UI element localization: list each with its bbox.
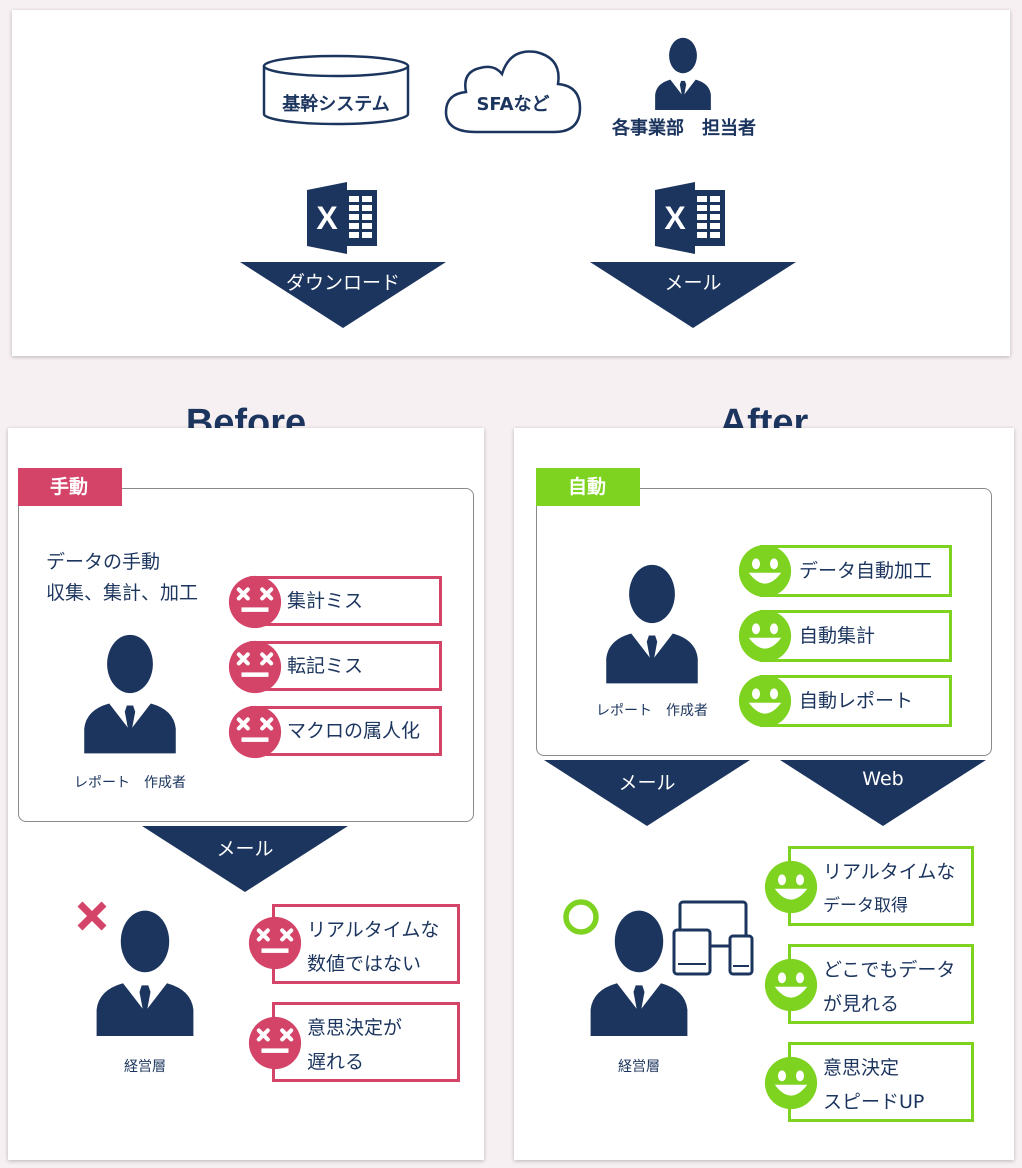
sad-face-icon [248,1016,302,1070]
download-arrow-label: ダウンロード [285,272,400,294]
issue-pill: 転記ミス [250,641,442,691]
cloud-icon [444,50,582,134]
database-icon [262,54,410,126]
excel-icon [307,182,379,254]
result-pill: リアルタイムな データ取得 [788,846,974,926]
smile-face-icon [738,674,792,728]
benefit-pill: 自動集計 [760,610,952,662]
sad-face-icon [228,640,282,694]
devices-icon [672,900,754,976]
web-arrow [780,760,986,826]
result-pill: 意思決定が 遅れる [272,1002,460,1082]
report-creator-label: レポート 作成者 [74,775,186,791]
mail-arrow-label: メール [618,772,676,794]
mail-arrow [544,760,750,826]
web-arrow-label: Web [862,768,904,790]
issue-pill: 集計ミス [250,576,442,626]
excel-icon [655,182,727,254]
issue-pill: マクロの属人化 [250,706,442,756]
person-icon [90,900,200,1040]
report-creator-label: レポート 作成者 [596,703,708,719]
mail-arrow [590,262,796,328]
manual-desc-line2: 収集、集計、加工 [46,582,199,604]
manual-desc-line1: データの手動 [46,551,161,573]
mail-arrow-label: メール [664,272,722,294]
manual-tag: 手動 [18,468,122,506]
result-pill: どこでもデータ が見れる [788,944,974,1024]
executive-label: 経営層 [124,1059,166,1075]
sad-face-icon [248,916,302,970]
download-arrow [240,262,446,328]
sad-face-icon [228,575,282,629]
result-pill: リアルタイムな 数値ではない [272,904,460,984]
core-system-label: 基幹システム [282,94,390,115]
smile-face-icon [738,609,792,663]
result-pill: 意思決定 スピードUP [788,1042,974,1122]
manual-tag-line [122,488,123,489]
smile-face-icon [764,958,818,1012]
executive-label: 経営層 [618,1059,660,1075]
benefit-pill: データ自動加工 [760,545,952,597]
benefit-pill: 自動レポート [760,675,952,727]
person-icon [78,626,182,756]
person-icon [600,556,704,686]
staff-label: 各事業部 担当者 [612,118,756,139]
smile-face-icon [764,1056,818,1110]
sfa-label: SFAなど [476,94,550,115]
cross-icon [77,901,107,931]
smile-face-icon [738,544,792,598]
mail-arrow [142,826,348,892]
mail-arrow-label: メール [216,838,274,860]
sad-face-icon [228,705,282,759]
circle-icon [563,899,599,935]
auto-tag: 自動 [536,468,640,506]
person-icon [650,34,716,110]
smile-face-icon [764,860,818,914]
